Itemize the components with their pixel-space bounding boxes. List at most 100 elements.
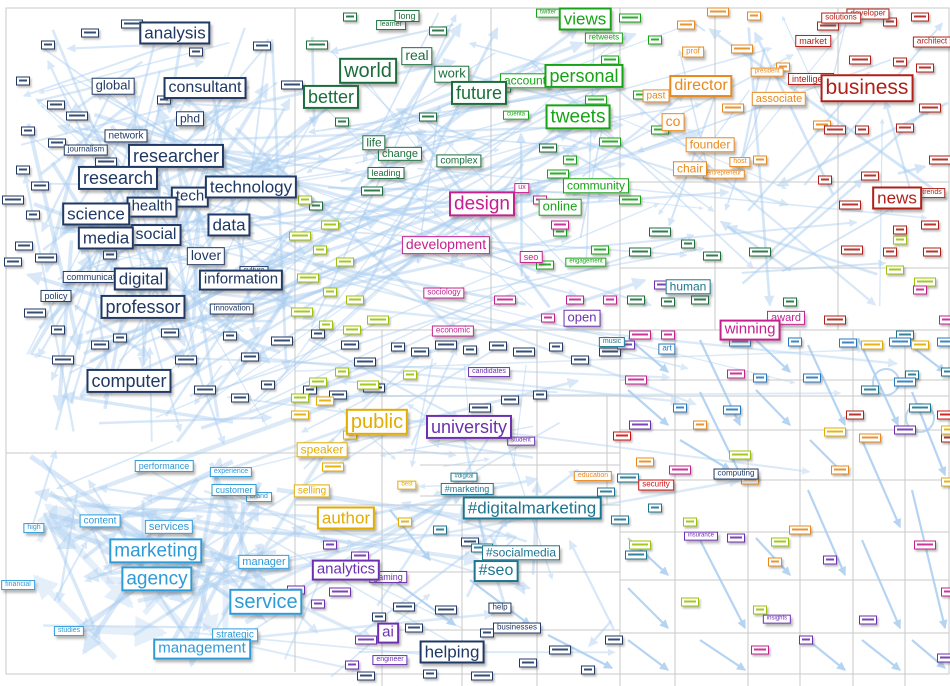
node-change[interactable]: change: [377, 146, 423, 162]
node-small[interactable]: [103, 250, 117, 260]
node-small[interactable]: [919, 103, 941, 113]
node-small[interactable]: [48, 138, 66, 148]
node-small[interactable]: [916, 63, 934, 73]
node-small[interactable]: [336, 257, 354, 267]
node-researcher[interactable]: researcher: [127, 143, 225, 169]
node-small[interactable]: [788, 337, 802, 347]
node-small[interactable]: [729, 450, 751, 460]
node-economic[interactable]: economic: [431, 325, 475, 337]
node-small[interactable]: [405, 623, 423, 633]
node-small[interactable]: [306, 40, 328, 50]
node-past[interactable]: past: [642, 89, 670, 103]
node-small[interactable]: [727, 369, 745, 379]
node-small[interactable]: [357, 380, 379, 390]
node-small[interactable]: [51, 325, 65, 335]
node-small[interactable]: [539, 143, 557, 153]
node-small[interactable]: [52, 355, 74, 365]
node-lover[interactable]: lover: [186, 247, 226, 265]
node-small[interactable]: [611, 515, 629, 525]
node-better[interactable]: better: [302, 84, 360, 110]
node-services[interactable]: services: [144, 519, 194, 535]
node-associate[interactable]: associate: [751, 91, 807, 107]
node-small[interactable]: [571, 355, 589, 365]
node-small[interactable]: [419, 112, 437, 122]
node-small[interactable]: [519, 658, 537, 668]
node-network[interactable]: network: [104, 129, 148, 143]
node-small[interactable]: [661, 297, 675, 307]
node-market[interactable]: market: [795, 34, 831, 48]
node-seo[interactable]: seo: [519, 250, 543, 264]
node-small[interactable]: [391, 342, 405, 352]
node-small[interactable]: [81, 28, 99, 38]
node-small[interactable]: [605, 635, 623, 645]
node-help[interactable]: help: [488, 602, 512, 614]
node-financial[interactable]: financial: [1, 580, 35, 590]
node-small[interactable]: [627, 295, 645, 305]
node-small[interactable]: [335, 117, 349, 127]
node-small[interactable]: [799, 635, 813, 645]
node-health[interactable]: health: [126, 196, 178, 218]
node-policy[interactable]: policy: [40, 289, 72, 303]
node-leading[interactable]: leading: [367, 166, 405, 180]
node-small[interactable]: [271, 336, 293, 346]
node-global[interactable]: global: [91, 77, 135, 95]
node-small[interactable]: [345, 660, 359, 670]
node-small[interactable]: [549, 342, 563, 352]
node-director[interactable]: director: [669, 75, 733, 97]
node-small[interactable]: [547, 169, 569, 179]
node-businesses[interactable]: businesses: [492, 622, 542, 634]
node-small[interactable]: [941, 425, 950, 435]
node-small[interactable]: [603, 295, 617, 305]
node-best[interactable]: best: [397, 480, 417, 490]
node-manager[interactable]: manager: [238, 554, 290, 570]
node-small[interactable]: [909, 403, 931, 413]
node-solutions[interactable]: solutions: [821, 12, 861, 24]
node-founder[interactable]: founder: [685, 137, 735, 153]
node-small[interactable]: [619, 195, 641, 205]
node-small[interactable]: [91, 340, 109, 350]
node-small[interactable]: [329, 587, 351, 597]
node-marketing[interactable]: #marketing: [440, 482, 494, 496]
node-small[interactable]: [335, 367, 349, 377]
node-small[interactable]: [536, 260, 554, 270]
node-customer[interactable]: customer: [211, 483, 257, 497]
node-small[interactable]: [16, 76, 30, 86]
node-small[interactable]: [175, 355, 197, 365]
node-small[interactable]: [66, 111, 88, 121]
node-education[interactable]: education: [573, 471, 613, 481]
node-innovation[interactable]: innovation: [209, 303, 255, 315]
node-small[interactable]: [824, 427, 846, 437]
node-small[interactable]: [629, 420, 651, 430]
node-small[interactable]: [367, 315, 389, 325]
node-information[interactable]: information: [198, 269, 284, 291]
node-small[interactable]: [341, 340, 359, 350]
node-twitter[interactable]: twitter: [535, 8, 561, 18]
node-insurance[interactable]: insurance: [683, 531, 719, 541]
node-technology[interactable]: technology: [204, 175, 298, 199]
node-analytics[interactable]: analytics: [311, 559, 381, 581]
node-small[interactable]: [161, 328, 179, 338]
node-small[interactable]: [824, 125, 846, 135]
node-small[interactable]: [281, 80, 303, 90]
node-small[interactable]: [597, 487, 615, 497]
node-small[interactable]: [411, 347, 429, 357]
node-small[interactable]: [771, 537, 789, 547]
node-small[interactable]: [861, 385, 879, 395]
node-small[interactable]: [859, 615, 877, 625]
node-small[interactable]: [629, 540, 651, 550]
node-small[interactable]: [768, 557, 782, 567]
node-human[interactable]: human: [665, 279, 711, 295]
node-insights[interactable]: insights: [762, 614, 792, 624]
node-small[interactable]: [585, 95, 607, 105]
node-seo[interactable]: #seo: [473, 560, 519, 582]
node-personal[interactable]: personal: [544, 63, 624, 89]
node-university[interactable]: university: [425, 414, 513, 440]
node-entrepreneur[interactable]: entrepreneur: [702, 169, 746, 179]
node-real[interactable]: real: [401, 47, 433, 65]
node-small[interactable]: [681, 239, 695, 249]
node-small[interactable]: [231, 393, 249, 403]
node-small[interactable]: [398, 517, 412, 527]
node-small[interactable]: [393, 602, 415, 612]
node-small[interactable]: [599, 347, 621, 357]
node-host[interactable]: host: [729, 157, 751, 167]
